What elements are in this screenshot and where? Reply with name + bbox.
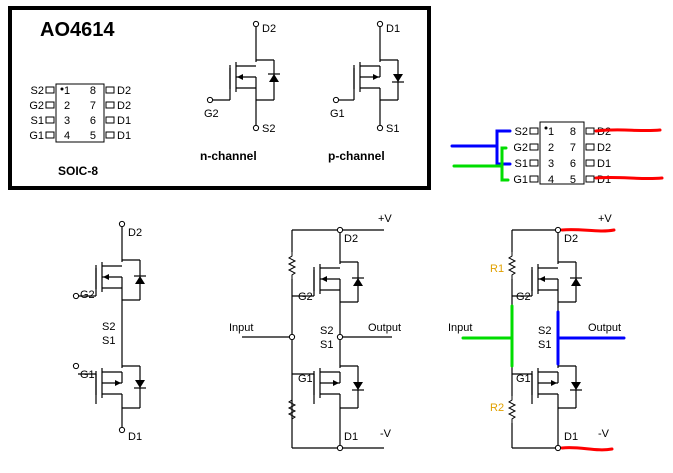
annotated-pin-number: 1 bbox=[548, 126, 554, 138]
wired-s1: S1 bbox=[320, 339, 333, 351]
annotated-pin-number: 8 bbox=[570, 126, 576, 138]
n-gate-label: G2 bbox=[204, 108, 219, 120]
colored-g2: G2 bbox=[516, 291, 531, 303]
annotated-pin-number: 3 bbox=[548, 158, 554, 170]
datasheet-pin-number: 5 bbox=[90, 130, 96, 142]
circuit-bare: D2 G2 S2 S1 G1 D1 bbox=[72, 220, 147, 443]
wired-vminus: -V bbox=[380, 428, 392, 440]
annotated-pin-number: 7 bbox=[570, 142, 576, 154]
package-label: SOIC-8 bbox=[58, 164, 98, 178]
blue-mark bbox=[450, 129, 512, 148]
annotated-pin-4: G1 4 bbox=[513, 174, 554, 186]
datasheet-pin-number: 1 bbox=[64, 85, 70, 97]
datasheet-pin-3: S1 3 bbox=[31, 115, 71, 127]
datasheet-pin-number: 3 bbox=[64, 115, 70, 127]
n-channel-symbol: D2 G2 S2 bbox=[204, 20, 281, 135]
colored-d2: D2 bbox=[564, 233, 578, 245]
colored-vplus: +V bbox=[598, 213, 612, 225]
wired-g2: G2 bbox=[298, 291, 313, 303]
colored-vminus: -V bbox=[598, 428, 610, 440]
p-source-label: S1 bbox=[386, 123, 399, 135]
annotated-pin-name: G1 bbox=[513, 174, 528, 186]
annotated-pin-number: 5 bbox=[570, 174, 576, 186]
annotated-pin-1: S2 1 bbox=[515, 126, 555, 138]
n-channel-label: n-channel bbox=[200, 149, 257, 163]
wired-vplus: +V bbox=[378, 213, 392, 225]
circuit-wired: +V D2 G2 Input Output S2 S1 G1 D1 -V bbox=[229, 213, 401, 452]
datasheet-pin-number: 6 bbox=[90, 115, 96, 127]
colored-r1: R1 bbox=[490, 263, 504, 275]
wired-s2: S2 bbox=[320, 325, 333, 337]
part-number: AO4614 bbox=[40, 19, 115, 41]
datasheet-pin-1: S2 1 bbox=[31, 85, 71, 97]
green-mark bbox=[452, 146, 508, 168]
datasheet-pin-6: D1 6 bbox=[90, 115, 131, 127]
datasheet-pin-7: D2 7 bbox=[90, 100, 131, 112]
datasheet-pin-name: D1 bbox=[117, 130, 131, 142]
bare-s1: S1 bbox=[102, 335, 115, 347]
datasheet-pin-name: D2 bbox=[117, 100, 131, 112]
annotated-pin-name: D1 bbox=[597, 174, 611, 186]
wired-input: Input bbox=[229, 322, 253, 334]
bare-s2: S2 bbox=[102, 321, 115, 333]
datasheet-pin-name: G2 bbox=[29, 100, 44, 112]
annotated-pin-name: G2 bbox=[513, 142, 528, 154]
annotated-pin-name: S1 bbox=[515, 158, 528, 170]
wired-d2: D2 bbox=[344, 233, 358, 245]
colored-input: Input bbox=[448, 322, 472, 334]
datasheet-pin-name: D1 bbox=[117, 115, 131, 127]
bare-d1: D1 bbox=[128, 431, 142, 443]
wired-g1: G1 bbox=[298, 373, 313, 385]
bare-g1: G1 bbox=[80, 369, 95, 381]
p-channel-label: p-channel bbox=[328, 149, 385, 163]
datasheet-pin-name: S1 bbox=[31, 115, 44, 127]
annotated-pin-name: D2 bbox=[597, 142, 611, 154]
datasheet-pin-number: 4 bbox=[64, 130, 70, 142]
datasheet-pin-5: D1 5 bbox=[90, 130, 131, 142]
p-drain-label: D1 bbox=[386, 23, 400, 35]
datasheet-pin-number: 2 bbox=[64, 100, 70, 112]
colored-output: Output bbox=[588, 322, 621, 334]
datasheet-pin-name: G1 bbox=[29, 130, 44, 142]
datasheet-pin-4: G1 4 bbox=[29, 130, 70, 142]
annotated-pin-name: D1 bbox=[597, 158, 611, 170]
datasheet-pin-8: D2 8 bbox=[90, 85, 131, 97]
red-mark-top bbox=[594, 128, 662, 133]
annotated-pin-3: S1 3 bbox=[515, 158, 555, 170]
p-channel-symbol: D1 G1 S1 bbox=[330, 20, 405, 135]
annotated-pin-7: D2 7 bbox=[570, 142, 611, 154]
annotated-pin-6: D1 6 bbox=[570, 158, 611, 170]
bare-d2: D2 bbox=[128, 227, 142, 239]
annotated-pin-2: G2 2 bbox=[513, 142, 554, 154]
colored-g1: G1 bbox=[516, 373, 531, 385]
n-source-label: S2 bbox=[262, 123, 275, 135]
n-drain-label: D2 bbox=[262, 23, 276, 35]
datasheet-pin-number: 7 bbox=[90, 100, 96, 112]
colored-s1: S1 bbox=[538, 339, 551, 351]
p-gate-label: G1 bbox=[330, 108, 345, 120]
wired-d1: D1 bbox=[344, 431, 358, 443]
annotated-pin-number: 4 bbox=[548, 174, 554, 186]
colored-s2: S2 bbox=[538, 325, 551, 337]
wired-output: Output bbox=[368, 322, 401, 334]
annotated-pin-name: S2 bbox=[515, 126, 528, 138]
annotated-pin-number: 2 bbox=[548, 142, 554, 154]
colored-r2: R2 bbox=[490, 402, 504, 414]
colored-d1: D1 bbox=[564, 431, 578, 443]
annotated-pin-number: 6 bbox=[570, 158, 576, 170]
datasheet-pin-number: 8 bbox=[90, 85, 96, 97]
bare-g2: G2 bbox=[80, 289, 95, 301]
datasheet-frame bbox=[8, 6, 431, 190]
datasheet-pin-2: G2 2 bbox=[29, 100, 70, 112]
datasheet-pin-name: S2 bbox=[31, 85, 44, 97]
circuit-colored: +V D2 R1 G2 Input Output S2 S1 G1 R2 D1 … bbox=[448, 213, 626, 452]
red-mark-bottom bbox=[594, 175, 664, 181]
datasheet-pin-name: D2 bbox=[117, 85, 131, 97]
